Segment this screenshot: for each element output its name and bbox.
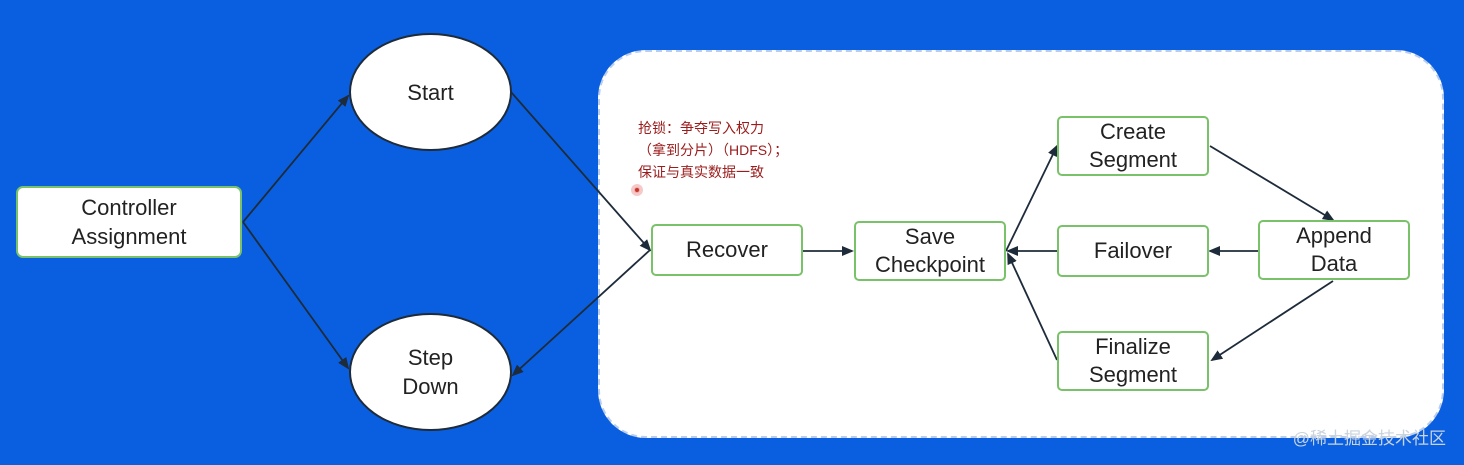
save-checkpoint-label: Save Checkpoint — [874, 224, 986, 277]
annotation-line-3: 保证与真实数据一致 — [638, 164, 764, 180]
recover-node: Recover — [651, 224, 803, 276]
step-down-node: Step Down — [349, 313, 512, 431]
failover-node: Failover — [1057, 225, 1209, 277]
append-data-label: Append Data — [1296, 223, 1372, 276]
annotation-line-2: （拿到分片）（HDFS）； — [638, 142, 789, 158]
controller-assignment-label: Controller Assignment — [71, 195, 187, 249]
edge-controller-to-stepdown — [242, 221, 350, 370]
recover-annotation: 抢锁：争夺写入权力 （拿到分片）（HDFS）； 保证与真实数据一致 — [638, 117, 788, 183]
step-down-label: Step Down — [402, 345, 459, 399]
controller-assignment-node: Controller Assignment — [16, 186, 242, 258]
append-data-node: Append Data — [1258, 220, 1410, 280]
save-checkpoint-node: Save Checkpoint — [854, 221, 1006, 281]
create-segment-node: Create Segment — [1057, 116, 1209, 176]
finalize-segment-label: Finalize Segment — [1088, 334, 1178, 387]
edge-controller-to-start — [242, 94, 350, 223]
start-label: Start — [407, 79, 454, 105]
create-segment-label: Create Segment — [1088, 119, 1178, 172]
start-node: Start — [349, 33, 512, 151]
failover-label: Failover — [1093, 238, 1173, 263]
recover-label: Recover — [686, 237, 768, 262]
finalize-segment-node: Finalize Segment — [1057, 331, 1209, 391]
pointer-indicator — [631, 184, 643, 196]
watermark: @稀土掘金技术社区 — [1292, 429, 1446, 448]
annotation-line-1: 抢锁：争夺写入权力 — [638, 120, 764, 136]
